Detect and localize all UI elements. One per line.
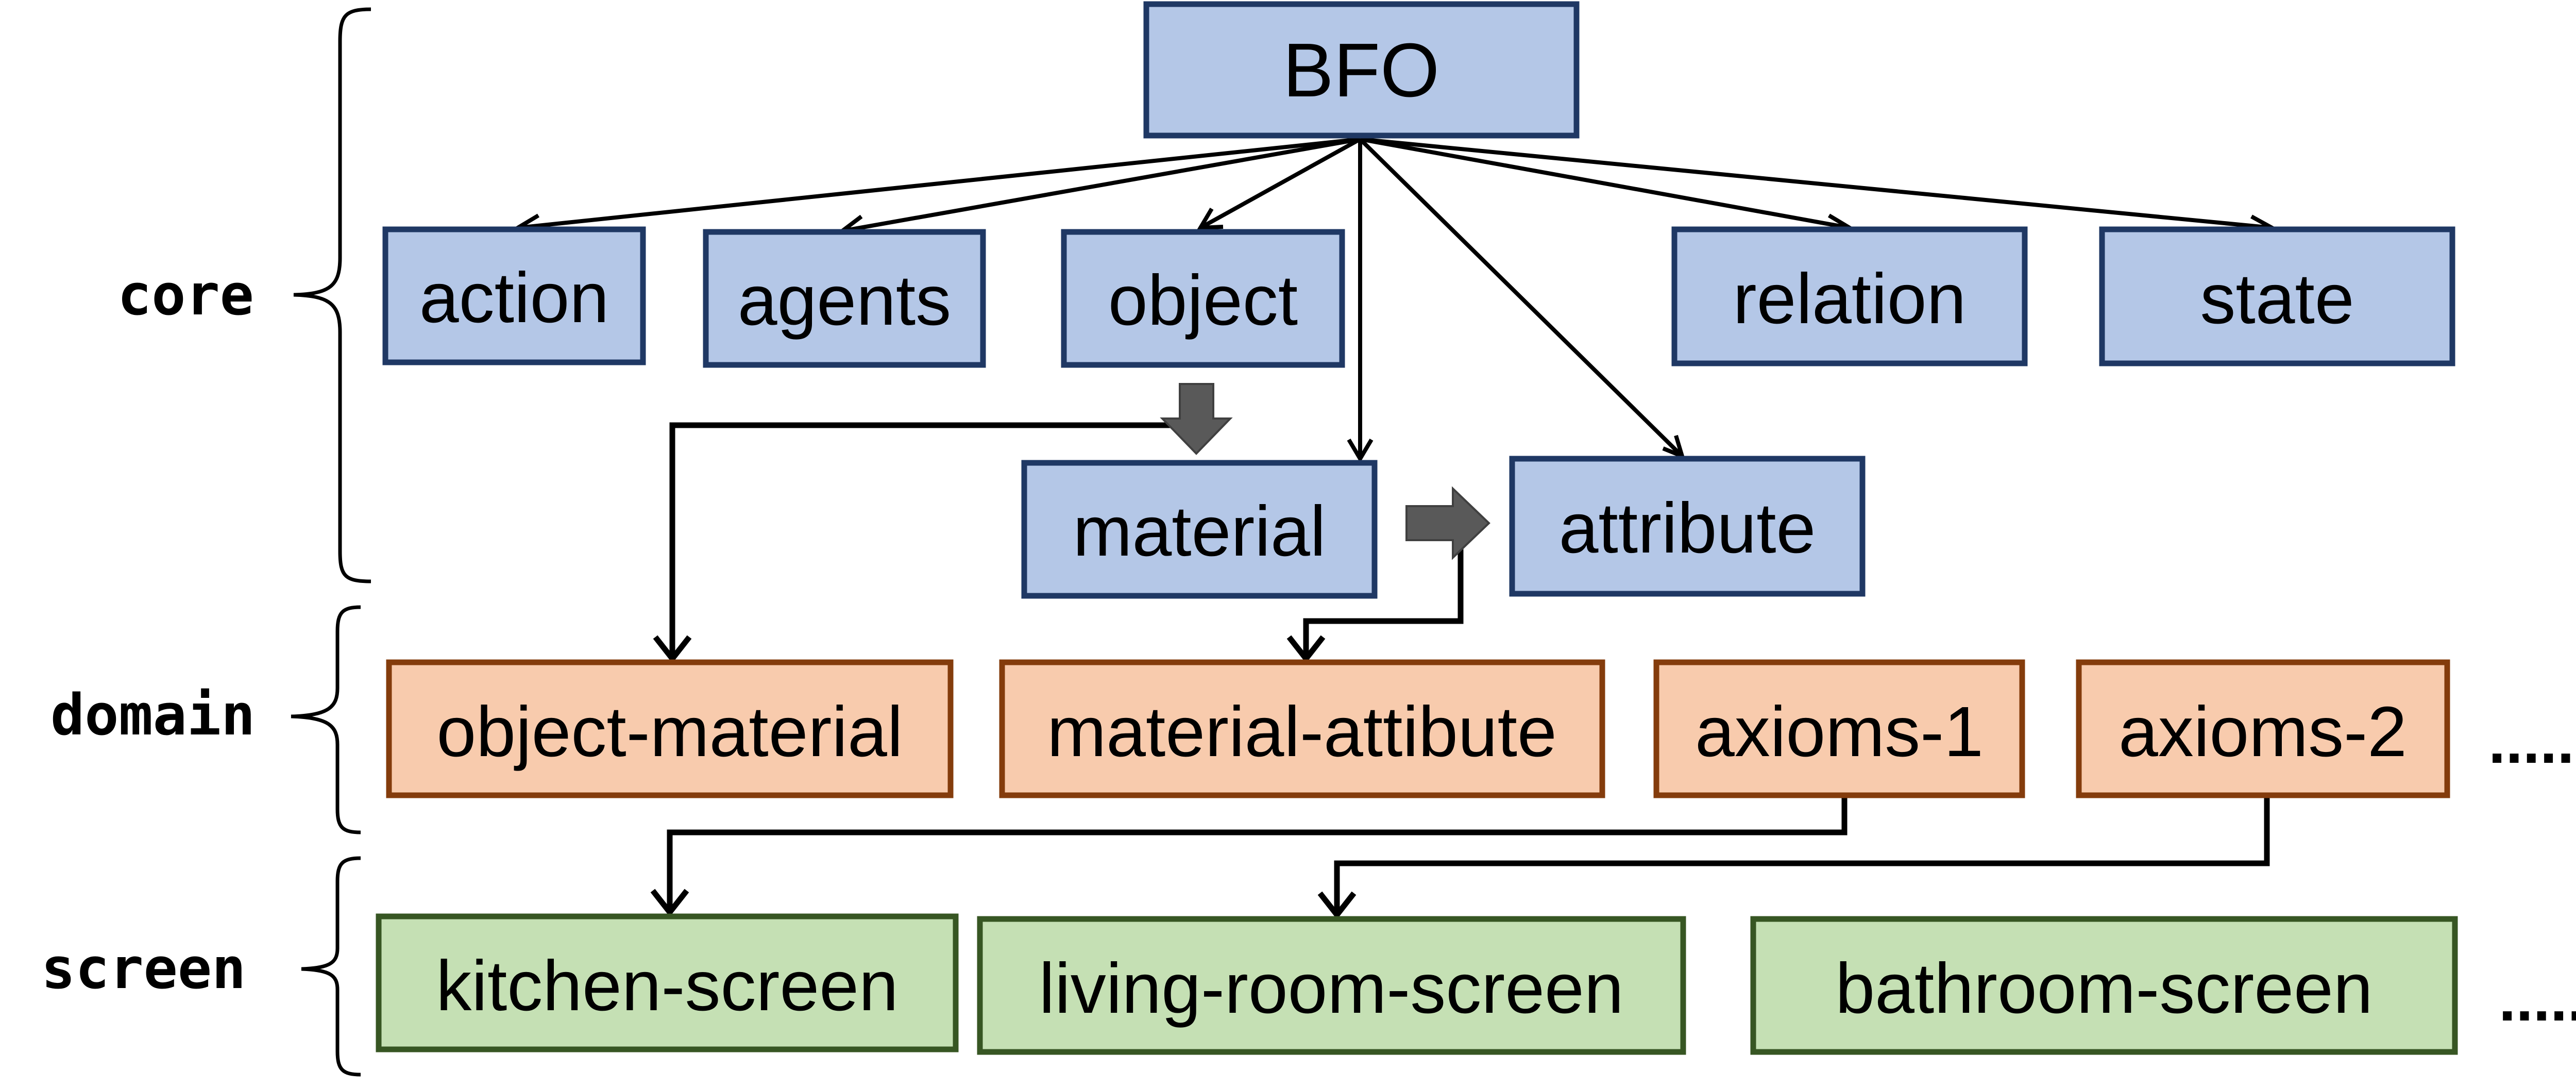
- node-bathroom-screen-label: bathroom-screen: [1835, 949, 2372, 1028]
- node-bathroom-screen: bathroom-screen: [1750, 916, 2458, 1055]
- node-axioms-1-label: axioms-1: [1695, 692, 1984, 772]
- node-agents: agents: [703, 229, 986, 368]
- node-axioms-1: axioms-1: [1653, 659, 2025, 798]
- node-state: state: [2099, 226, 2455, 366]
- arrow-bfo-action: [517, 137, 1361, 230]
- layer-connectors: [650, 422, 2270, 919]
- node-living-room-screen-label: living-room-screen: [1039, 949, 1624, 1028]
- screen-ellipsis: ......: [2499, 965, 2576, 1034]
- arrow-bfo-agents: [842, 137, 1361, 233]
- arrow-bfo-relation: [1360, 137, 1850, 230]
- node-bfo-box: [1143, 1, 1580, 139]
- node-living-room-screen: living-room-screen: [977, 916, 1686, 1055]
- node-bfo-label: BFO: [1283, 28, 1439, 113]
- layer-label-screen: screen: [41, 935, 246, 1001]
- node-relation-label: relation: [1733, 259, 1967, 339]
- node-agents-label: agents: [738, 261, 951, 340]
- node-axioms-2-label: axioms-2: [2119, 692, 2407, 772]
- connector-attribute-to-material-attibute: [1303, 539, 1464, 659]
- node-state-label: state: [2200, 259, 2354, 339]
- node-action: action: [382, 226, 646, 365]
- node-material: material: [1021, 460, 1378, 599]
- arrow-bfo-object: [1199, 137, 1361, 230]
- node-kitchen-screen-label: kitchen-screen: [436, 946, 898, 1026]
- screen-brace: [301, 856, 361, 1077]
- node-object-material: object-material: [386, 659, 954, 798]
- domain-brace: [291, 605, 361, 834]
- node-material-label: material: [1073, 492, 1326, 571]
- node-material-attibute-label: material-attibute: [1047, 692, 1556, 772]
- layer-label-core: core: [117, 262, 254, 328]
- layer-label-domain: domain: [50, 682, 255, 748]
- block-arrow-material-to-attribute: [1405, 486, 1490, 560]
- domain-ellipsis: ......: [2488, 707, 2576, 776]
- arrow-bfo-attribute: [1359, 138, 1684, 458]
- node-action-label: action: [419, 258, 609, 338]
- node-relation: relation: [1671, 226, 2028, 366]
- node-attribute: attribute: [1509, 456, 1866, 597]
- node-object: object: [1061, 229, 1345, 368]
- node-material-attibute: material-attibute: [999, 659, 1605, 798]
- node-object-label: object: [1108, 261, 1298, 340]
- node-object-material-label: object-material: [436, 692, 903, 772]
- block-arrow-object-to-material: [1160, 383, 1233, 455]
- connector-axioms-1-to-kitchen-screen: [667, 798, 1848, 912]
- connector-object-to-object-material: [669, 422, 1198, 659]
- arrow-bfo-state: [1360, 137, 2273, 230]
- connector-axioms-2-to-living-room-screen: [1334, 798, 2270, 915]
- core-brace: [293, 7, 371, 583]
- node-attribute-label: attribute: [1559, 489, 1816, 568]
- node-axioms-2: axioms-2: [2076, 659, 2450, 798]
- node-bfo: BFO: [1143, 1, 1580, 139]
- node-kitchen-screen: kitchen-screen: [376, 913, 959, 1052]
